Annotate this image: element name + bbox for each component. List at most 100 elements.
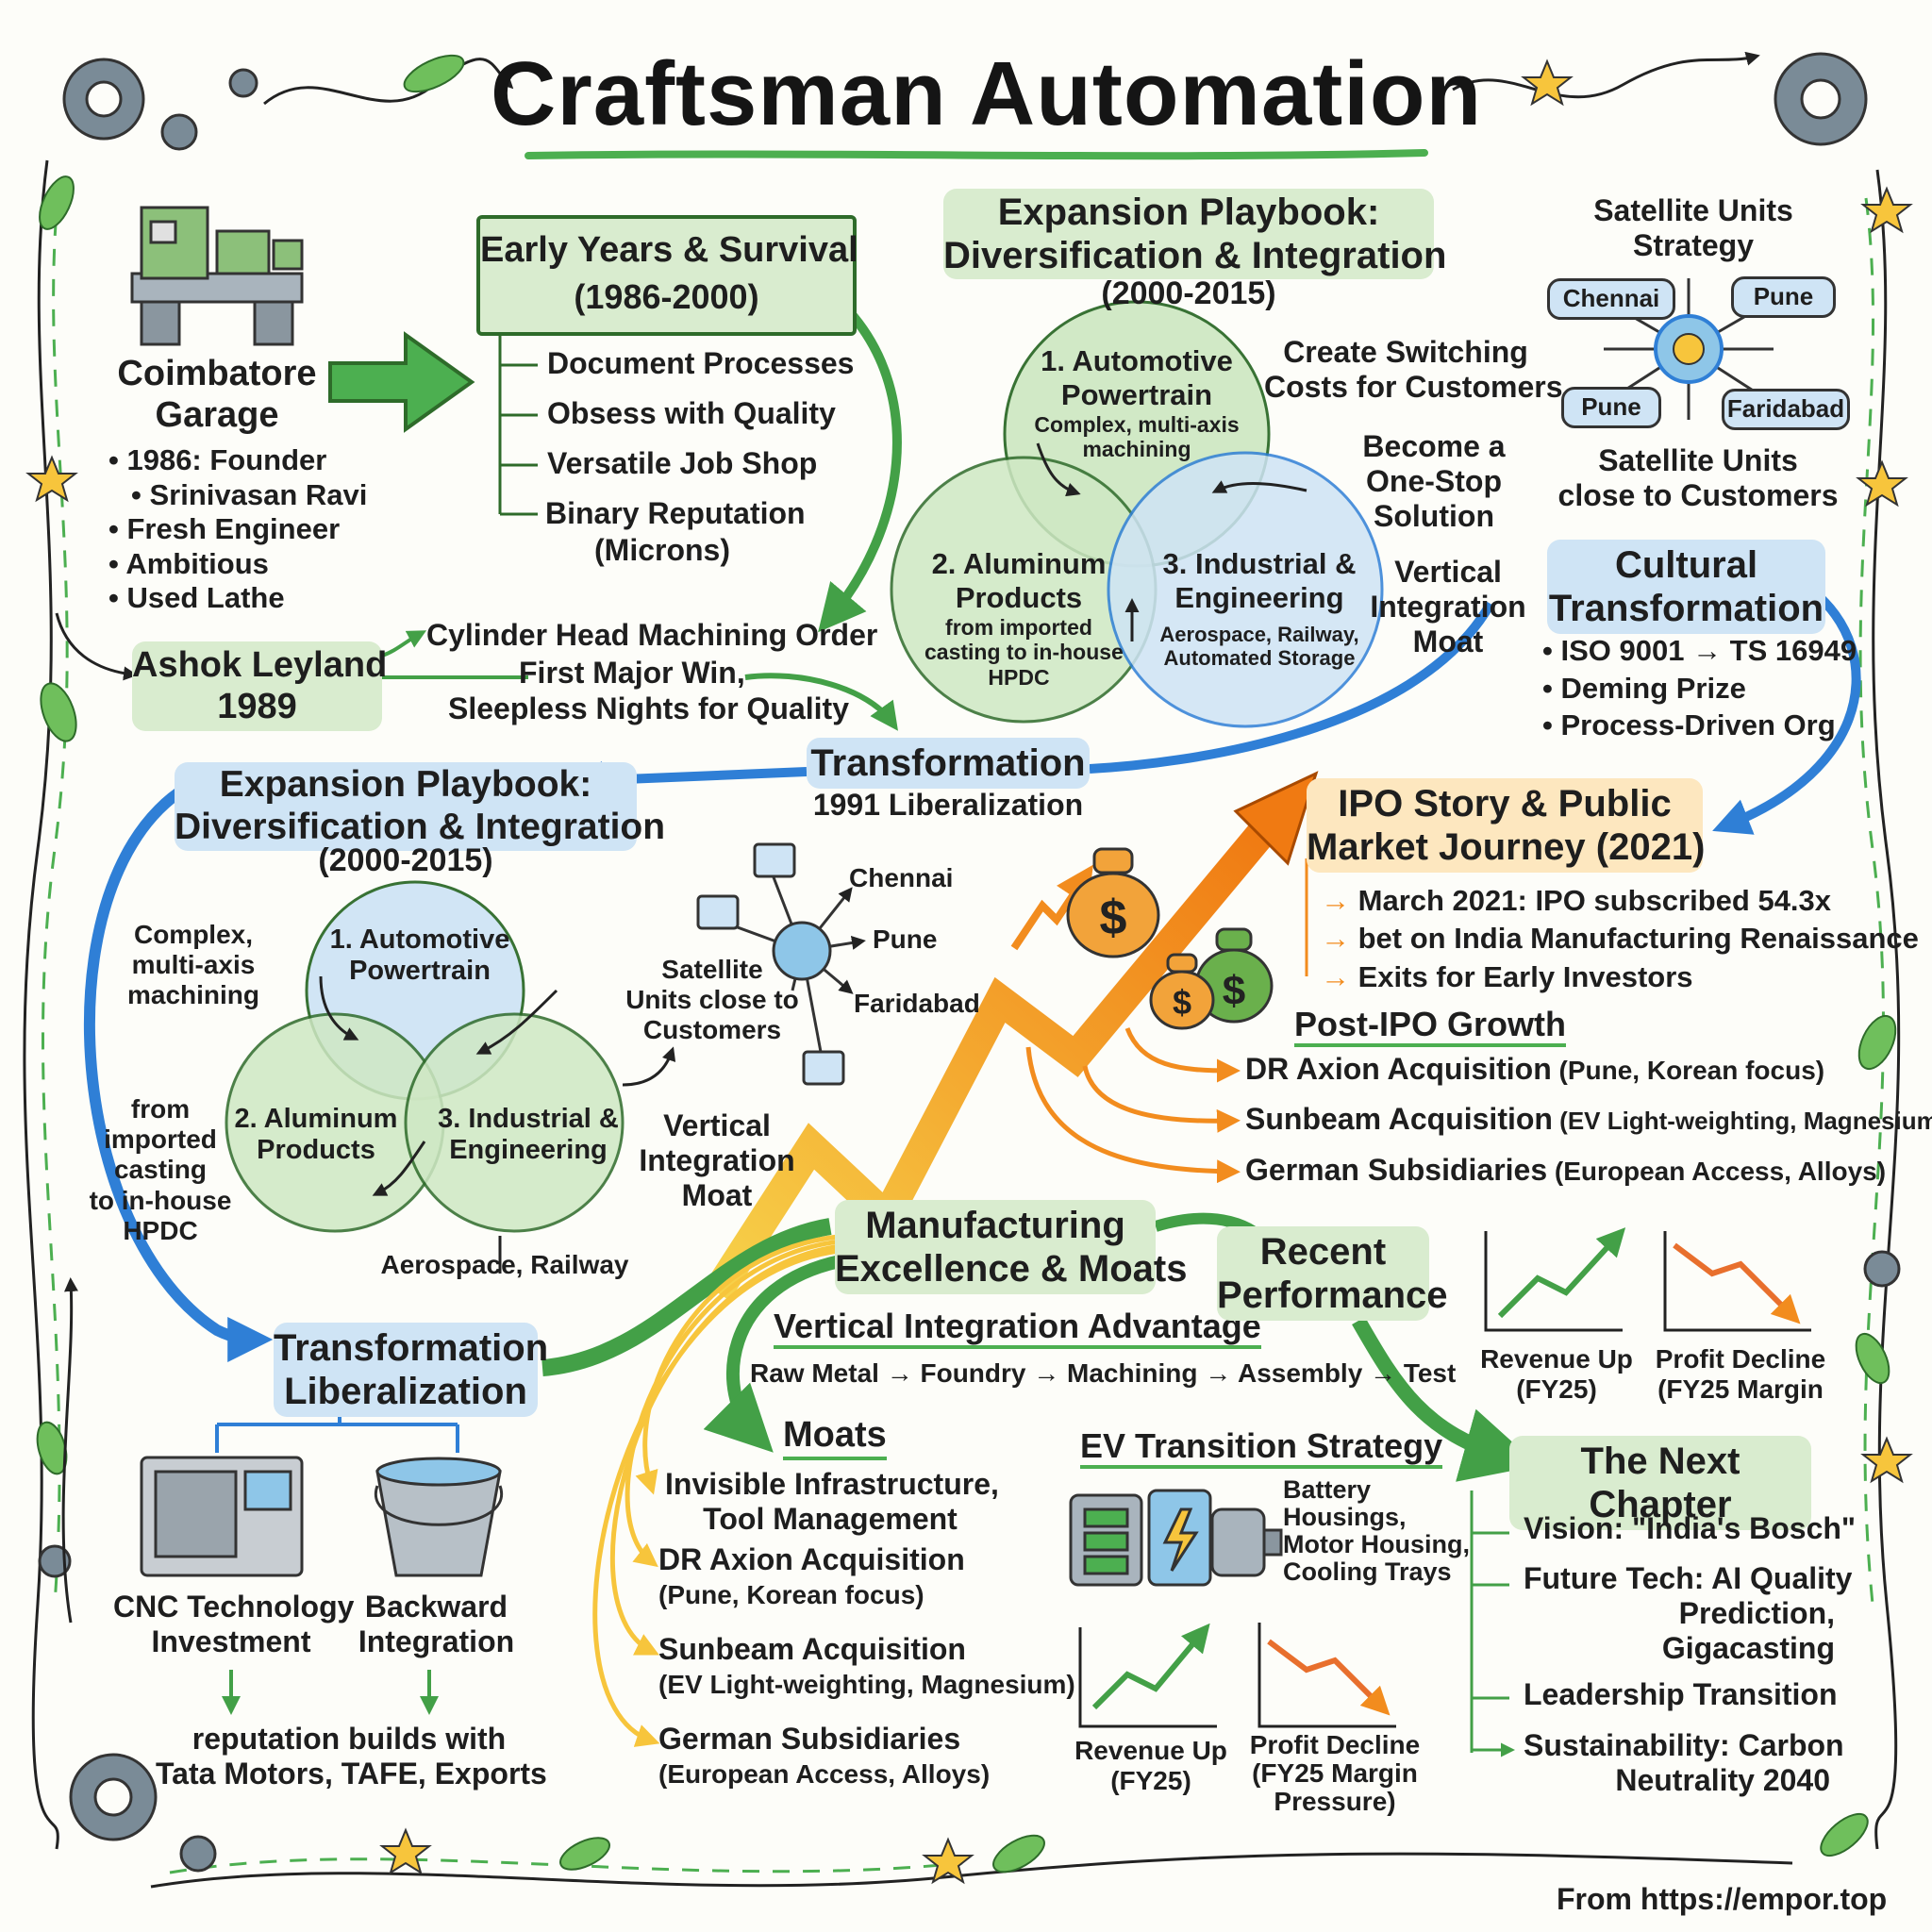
next-chapter-title: The Next Chapter — [1509, 1436, 1811, 1530]
cnc-machine-icon — [140, 1456, 304, 1577]
venn-top-circle3-sub: Aerospace, Railway, Automated Storage — [1159, 623, 1359, 671]
ashok-order: Cylinder Head Machining Order — [426, 618, 878, 652]
recent-title: Recent Performance — [1217, 1226, 1448, 1321]
battery-icon — [1147, 1489, 1212, 1587]
svg-text:$: $ — [1223, 968, 1245, 1014]
money-bag-icon: $ — [1149, 953, 1215, 1030]
footer-source: From https://empor.top — [1557, 1882, 1888, 1916]
satellite-mid-caption: Satellite Units close to Customers — [625, 955, 799, 1045]
switching-costs-label: Create Switching Costs for Customers — [1264, 335, 1563, 404]
moat-item: DR Axion Acquisition — [658, 1542, 965, 1576]
origin-heading: Coimbatore Garage — [117, 354, 317, 435]
money-bag-icon: $ — [1194, 927, 1274, 1024]
venn-top-circle3-title: 3. Industrial & Engineering — [1162, 547, 1357, 614]
svg-text:$: $ — [1100, 891, 1127, 945]
moat-item-sub: (EV Light-weighting, Magnesium) — [658, 1670, 1075, 1699]
early-item: Binary Reputation — [545, 496, 806, 530]
ipo-item: → March 2021: IPO subscribed 54.3x — [1321, 884, 1832, 917]
satellite-mid-chennai: Chennai — [849, 863, 954, 892]
origin-bullet: 1986: Founder — [108, 443, 367, 478]
recent-revenue-label: Revenue Up (FY25) — [1480, 1344, 1633, 1405]
post-ipo-title: Post-IPO Growth — [1294, 1005, 1566, 1048]
ev-revenue-label: Revenue Up (FY25) — [1074, 1736, 1227, 1796]
profit-decline-chart-ev — [1257, 1623, 1396, 1728]
early-item: Obsess with Quality — [547, 396, 836, 430]
expansion-mid-title: Expansion Playbook: Diversification & In… — [175, 762, 665, 851]
ev-profit-label: Profit Decline (FY25 Margin Pressure) — [1249, 1730, 1421, 1817]
battery-icon — [1069, 1493, 1143, 1587]
moat-item: Invisible Infrastructure, Tool Managemen… — [665, 1467, 999, 1536]
gear-icon — [1774, 52, 1868, 146]
early-years-box: Early Years & Survival (1986-2000) — [476, 215, 858, 336]
transformation-mid-title: Transformation — [807, 738, 1090, 789]
satellite-node-pune-2: Pune — [1561, 387, 1661, 428]
gear-icon — [69, 1753, 158, 1841]
post-ipo-item: DR Axion Acquisition (Pune, Korean focus… — [1245, 1052, 1825, 1086]
expansion-top-years: (2000-2015) — [1101, 275, 1276, 311]
satellite-node-chennai: Chennai — [1547, 278, 1675, 320]
early-item: (Microns) — [594, 533, 730, 567]
next-item: Future Tech: AI Quality Prediction, Giga… — [1524, 1561, 1853, 1665]
post-ipo-item: Sunbeam Acquisition (EV Light-weighting,… — [1245, 1102, 1932, 1136]
bucket-icon — [374, 1457, 504, 1577]
expansion-top-title: Expansion Playbook: Diversification & In… — [943, 189, 1446, 279]
ipo-items: → March 2021: IPO subscribed 54.3x → bet… — [1321, 882, 1919, 996]
venn-mid-circle3: 3. Industrial & Engineering — [438, 1104, 619, 1166]
next-item: Leadership Transition — [1524, 1677, 1838, 1711]
venn-mid-circle2: 2. Aluminum Products — [234, 1104, 398, 1166]
ipo-item: → Exits for Early Investors — [1321, 959, 1693, 993]
post-ipo-item: German Subsidiaries (European Access, Al… — [1245, 1153, 1887, 1187]
cultural-title: Cultural Transformation — [1547, 540, 1825, 634]
profit-decline-chart-recent — [1663, 1231, 1811, 1332]
transformation-low-title: Transformation Liberalization — [274, 1323, 548, 1417]
early-years-title: Early Years & Survival — [480, 230, 858, 270]
ev-desc: Battery Housings, Motor Housing, Cooling… — [1283, 1475, 1470, 1587]
venn-mid-circle1: 1. Automotive Powertrain — [329, 924, 510, 987]
moat-mid-label: Vertical Integration Moat — [639, 1108, 795, 1212]
venn-top-circle1-sub: Complex, multi-axis machining — [1034, 412, 1240, 462]
moat-item-sub: (Pune, Korean focus) — [658, 1580, 924, 1609]
ipo-item: → bet on India Manufacturing Renaissance — [1321, 922, 1919, 956]
origin-bullet: Ambitious — [108, 547, 367, 582]
value-chain: Raw Metal → Foundry → Machining → Assemb… — [750, 1358, 1457, 1388]
origin-bullet: Used Lathe — [108, 581, 367, 616]
origin-bullet: Fresh Engineer — [108, 512, 367, 547]
gear-icon — [62, 58, 145, 141]
early-years-years: (1986-2000) — [574, 277, 759, 316]
early-item: Document Processes — [547, 346, 855, 380]
cultural-bullets: ISO 9001 → TS 16949 Deming Prize Process… — [1542, 632, 1857, 744]
cultural-bullet: ISO 9001 → TS 16949 — [1542, 632, 1857, 670]
money-bag-icon: $ — [1066, 847, 1160, 958]
satellite-top-caption: Satellite Units close to Customers — [1557, 443, 1839, 512]
cnc-label: CNC Technology Investment — [113, 1590, 355, 1658]
venn-top-circle2-title: 2. Aluminum Products — [931, 547, 1107, 614]
venn-top-circle2-sub: from imported casting to in-house HPDC — [924, 615, 1124, 690]
ashok-leyland-badge: Ashok Leyland 1989 — [132, 641, 387, 732]
venn-mid-from: from imported casting to in-house HPDC — [89, 1094, 232, 1245]
svg-text:$: $ — [1173, 983, 1191, 1022]
satellite-hub-mid — [696, 842, 866, 1086]
ipo-title: IPO Story & Public Market Journey (2021) — [1307, 778, 1705, 873]
revenue-up-chart-recent — [1484, 1227, 1626, 1332]
moat-item: German Subsidiaries — [658, 1722, 961, 1756]
satellite-mid-pune: Pune — [873, 924, 938, 954]
early-item: Versatile Job Shop — [547, 446, 818, 480]
moats-title: Moats — [783, 1415, 887, 1460]
venn-mid-complex: Complex, multi-axis machining — [126, 920, 259, 1010]
next-item: Sustainability: Carbon Neutrality 2040 — [1524, 1728, 1844, 1797]
backward-label: Backward Integration — [358, 1590, 515, 1658]
motor-icon — [1210, 1507, 1283, 1577]
moat-top-label: Vertical Integration Moat — [1370, 555, 1526, 658]
venn-mid-aero: Aerospace, Railway — [380, 1250, 629, 1279]
satellite-mid-faridabad: Faridabad — [854, 989, 980, 1018]
cultural-bullet: Process-Driven Org — [1542, 707, 1857, 744]
venn-top-circle1-title: 1. Automotive Powertrain — [1041, 344, 1233, 411]
moat-item: Sunbeam Acquisition — [658, 1632, 966, 1666]
expansion-mid-years: (2000-2015) — [318, 842, 493, 878]
moat-item-sub: (European Access, Alloys) — [658, 1759, 991, 1789]
page-title: Craftsman Automation — [491, 43, 1483, 144]
vertical-integration-title: Vertical Integration Advantage — [774, 1307, 1261, 1350]
origin-bullet: Srinivasan Ravi — [108, 478, 367, 513]
cultural-bullet: Deming Prize — [1542, 670, 1857, 708]
